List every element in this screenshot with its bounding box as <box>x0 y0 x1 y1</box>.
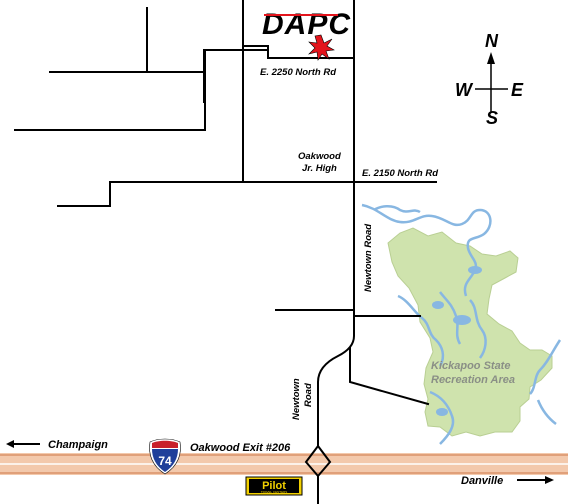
lake-chain-east <box>469 299 487 359</box>
star-burst-icon <box>308 34 335 61</box>
label-oakwood-line1: Oakwood <box>298 151 341 162</box>
water-features <box>361 203 562 445</box>
river-north <box>361 203 492 297</box>
park-shape <box>387 227 553 437</box>
shield-number: 74 <box>158 454 172 468</box>
label-champaign: Champaign <box>48 439 108 451</box>
river-branch <box>373 205 421 214</box>
pilot-logo: Pilot TRAVEL CENTERS <box>245 476 303 496</box>
river-east <box>529 339 562 395</box>
pond-1 <box>453 315 471 325</box>
pond-2 <box>432 301 444 309</box>
road-network <box>14 0 437 504</box>
lake-chain-middle <box>439 291 462 345</box>
dapc-logo: DAPC <box>262 8 351 41</box>
road-park-entry-2 <box>349 347 430 406</box>
label-kickapoo-line1: Kickapoo State <box>431 360 510 372</box>
lake-chain-west <box>397 294 445 367</box>
river-south <box>429 390 455 445</box>
danville-direction: Danville <box>461 475 554 487</box>
compass-north: N <box>485 31 499 51</box>
pond-3 <box>468 266 482 274</box>
interstate-shield-icon: 74 <box>149 438 181 475</box>
compass-south: S <box>486 108 498 128</box>
compass-west: W <box>455 80 474 100</box>
river-east-2 <box>536 399 557 425</box>
label-e2250: E. 2250 North Rd <box>260 67 336 78</box>
logo-text: DAPC <box>262 8 351 41</box>
pilot-sub: TRAVEL CENTERS <box>261 490 288 494</box>
label-kickapoo-line2: Recreation Area <box>431 374 515 386</box>
pilot-text: Pilot <box>262 480 286 492</box>
champaign-direction: Champaign <box>6 439 108 451</box>
interstate-74 <box>0 453 568 475</box>
pond-4 <box>436 408 448 416</box>
kickapoo-park-area <box>387 227 553 437</box>
label-newtown-lower-2: Road <box>303 383 314 407</box>
compass-rose-icon: N W E S <box>455 31 524 128</box>
label-oakwood-line2: Jr. High <box>302 163 337 174</box>
label-exit: Oakwood Exit #206 <box>190 442 291 454</box>
road-newtown-curve <box>317 319 355 447</box>
label-e2150: E. 2150 North Rd <box>362 168 438 179</box>
compass-east: E <box>511 80 524 100</box>
label-newtown-lower-1: Newtown <box>291 378 302 420</box>
label-danville: Danville <box>461 475 503 487</box>
label-newtown-road-vertical: Newtown Road <box>363 224 374 292</box>
